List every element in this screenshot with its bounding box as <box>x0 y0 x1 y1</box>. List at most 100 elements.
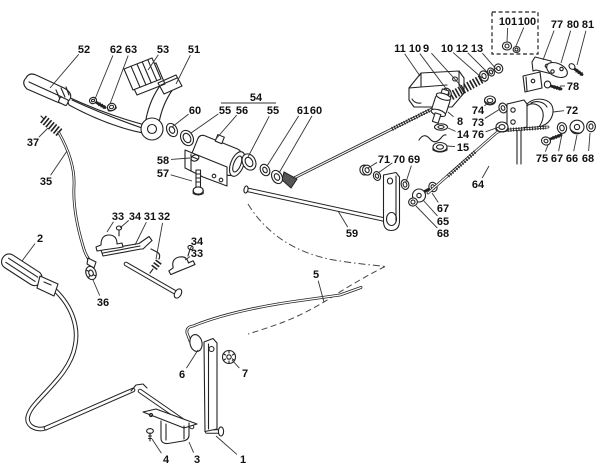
leader-line <box>544 144 549 152</box>
leader-line <box>422 199 438 217</box>
part-label: 77 <box>551 19 563 31</box>
leader-line <box>481 165 490 179</box>
part-60-washer-left <box>165 122 179 138</box>
leader-line <box>94 55 114 100</box>
part-label: 67 <box>551 153 563 165</box>
part-label: 68 <box>437 228 449 240</box>
part-52-pedal-arm <box>65 95 146 134</box>
part-spring-anchor-wire <box>418 134 447 143</box>
leader-line <box>50 150 68 176</box>
part-label: 66 <box>566 153 578 165</box>
leader-line <box>231 359 240 369</box>
part-3-bracket <box>142 408 198 445</box>
part-63-nut <box>106 102 117 112</box>
leader-line <box>188 441 195 453</box>
leader-line <box>415 205 438 229</box>
part-67-nut-right <box>556 122 568 134</box>
part-69-washer <box>400 179 410 190</box>
part-31-shaft <box>123 261 183 299</box>
leader-line <box>515 27 525 47</box>
part-101-nut <box>501 41 513 51</box>
part-label: 70 <box>393 154 405 166</box>
leader-line <box>404 53 421 77</box>
part-label: 59 <box>346 228 358 240</box>
part-4-screw <box>146 428 154 442</box>
leader-line <box>576 30 587 66</box>
leader-line <box>377 162 393 174</box>
leader-line <box>189 246 193 250</box>
leader-line <box>485 126 500 133</box>
part-55-bushing-right <box>241 153 257 171</box>
part-71-nut <box>359 164 373 176</box>
leader-line <box>106 221 114 233</box>
part-label: 33 <box>191 248 203 260</box>
part-32-spring <box>149 248 163 274</box>
part-100-washer <box>512 45 521 54</box>
leader-line <box>109 55 129 105</box>
part-59-strap <box>382 171 401 232</box>
part-label: 62 <box>110 44 122 56</box>
leader-line <box>170 174 193 182</box>
part-label: 68 <box>582 153 594 165</box>
chassis-outline-dashed <box>247 203 386 335</box>
leader-line <box>171 113 189 128</box>
part-label: 36 <box>97 297 109 309</box>
part-label: 64 <box>472 179 485 191</box>
part-label: 67 <box>437 203 449 215</box>
leader-line <box>419 53 448 91</box>
part-label: 56 <box>236 105 248 117</box>
leader-line <box>214 114 237 141</box>
part-label: 65 <box>437 216 449 228</box>
leader-line <box>552 110 565 113</box>
part-label: 3 <box>194 454 200 466</box>
leader-line <box>215 435 238 455</box>
part-6-cap <box>189 334 203 352</box>
leader-line <box>317 280 325 303</box>
leader-line <box>278 115 313 174</box>
part-label: 34 <box>129 211 142 223</box>
part-label: 52 <box>78 44 90 56</box>
part-label: 37 <box>27 137 39 149</box>
part-label: 6 <box>179 369 185 381</box>
leader-line <box>147 54 159 71</box>
part-label: 74 <box>472 105 485 117</box>
part-label: 11 <box>394 43 406 55</box>
part-13-nut <box>493 63 504 74</box>
part-33-clamp-right <box>168 256 196 276</box>
part-60-washer-right <box>270 169 284 185</box>
leader-line <box>337 210 349 228</box>
part-31-lever <box>100 235 153 257</box>
part-55-bushing-left <box>179 129 195 147</box>
part-label: 8 <box>457 116 463 128</box>
part-label: 54 <box>250 92 263 104</box>
leader-line <box>573 134 578 152</box>
leader-line <box>431 192 439 203</box>
part-label: 5 <box>313 269 319 281</box>
part-2-lever-clasp <box>36 275 59 297</box>
leader-line <box>175 55 191 85</box>
part-10-washer-right <box>479 70 489 82</box>
part-label: 76 <box>472 129 484 141</box>
leader-line <box>92 279 101 296</box>
part-label: 63 <box>125 44 137 56</box>
part-15-nut <box>432 141 448 153</box>
leader-line <box>134 222 147 246</box>
part-56-cylinder <box>190 134 246 177</box>
leader-line <box>266 115 300 167</box>
part-70-washer <box>372 171 382 181</box>
part-51-lever <box>140 74 183 141</box>
part-52-pedal-pad <box>23 73 72 106</box>
part-label: 10 <box>441 43 453 55</box>
part-label: 57 <box>157 168 169 180</box>
part-label: 80 <box>567 19 579 31</box>
part-74-bushing <box>483 95 497 106</box>
leader-line <box>542 30 555 61</box>
part-link-rod <box>281 105 438 189</box>
part-57-bolt <box>195 169 202 189</box>
part-label: 13 <box>471 43 483 55</box>
part-label: 15 <box>457 142 469 154</box>
part-label: 55 <box>267 105 279 117</box>
part-66-joint <box>569 119 585 135</box>
